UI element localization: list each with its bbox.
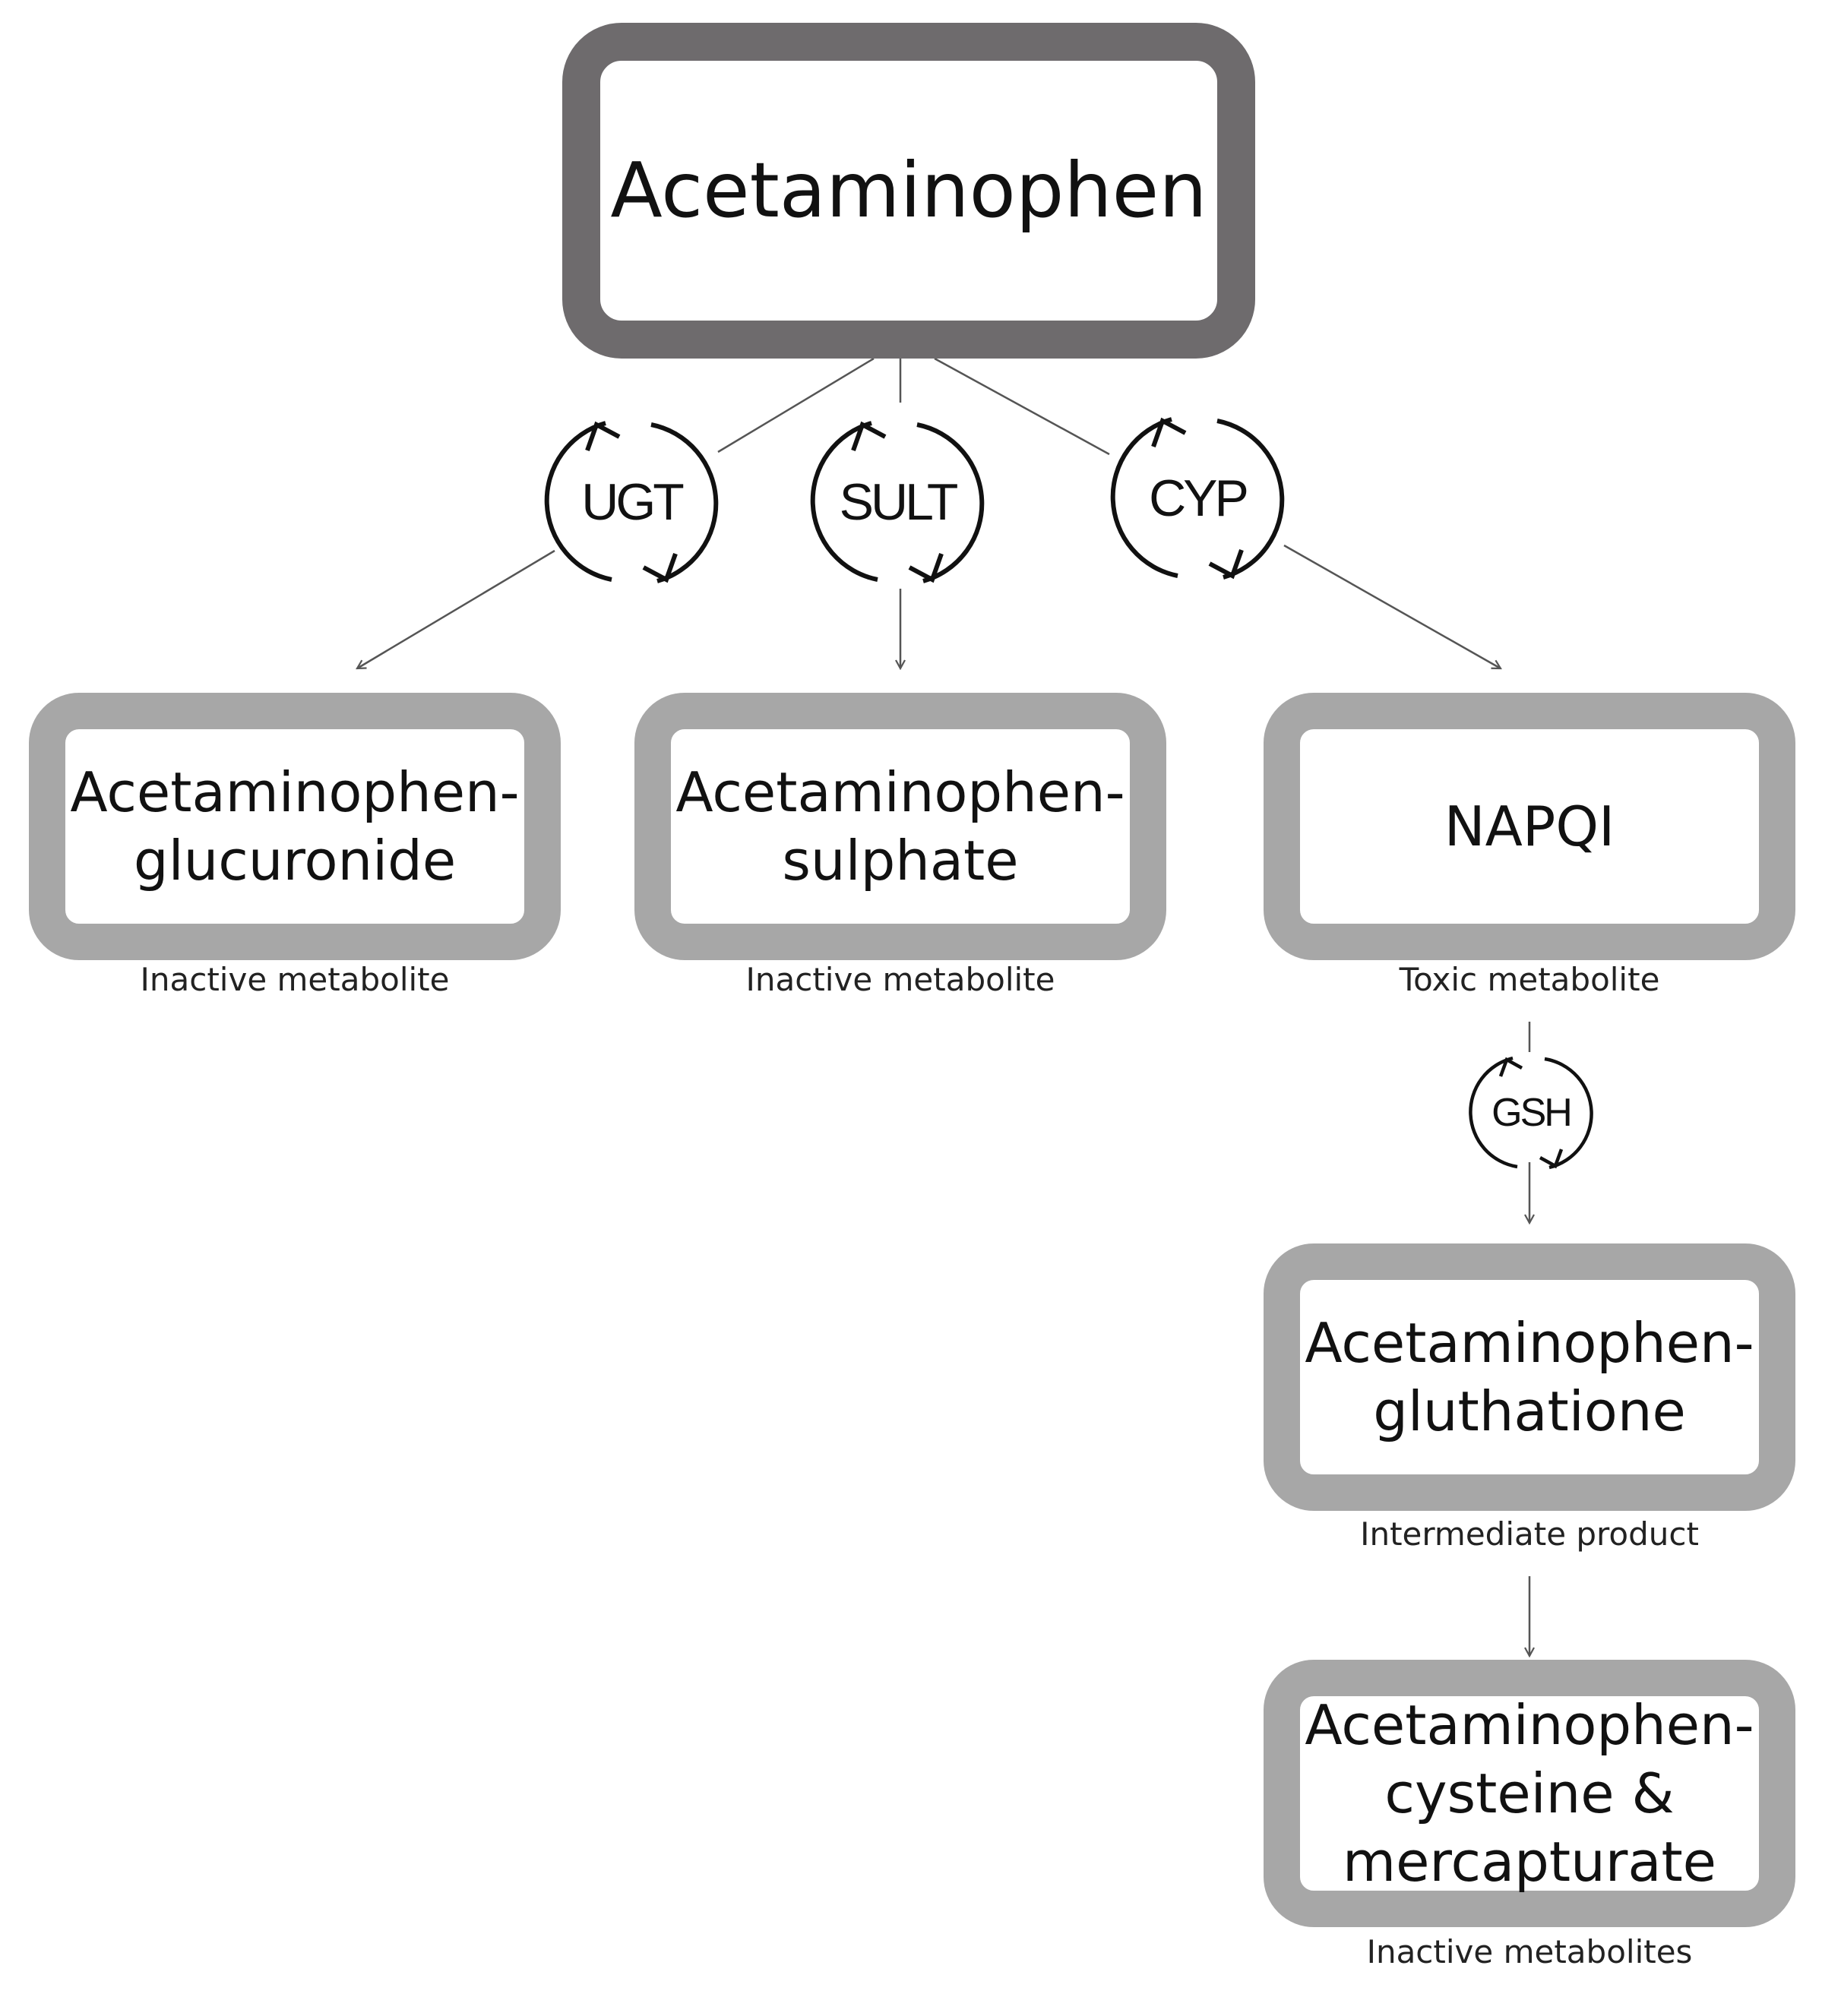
node-acetaminophen-gluthatione: Acetaminophen- gluthatione — [1264, 1243, 1795, 1511]
enzyme-cyp-label: CYP — [1149, 469, 1249, 527]
caption-cysteine: Inactive metabolites — [1366, 1933, 1693, 1970]
node-gluthatione-label: Acetaminophen- gluthatione — [1305, 1311, 1754, 1443]
enzyme-ugt-label: UGT — [581, 473, 685, 531]
node-napqi-label: NAPQI — [1444, 795, 1615, 858]
enzyme-sult: SULT — [809, 414, 985, 590]
cycle-arrows-icon — [1469, 1056, 1593, 1170]
enzyme-gsh: GSH — [1469, 1052, 1593, 1174]
caption-sulphate: Inactive metabolite — [745, 961, 1055, 998]
node-sulphate-label: Acetaminophen- sulphate — [675, 760, 1125, 893]
enzyme-ugt: UGT — [543, 414, 720, 590]
arrow-cyp-to-napqi — [1283, 544, 1501, 668]
arrow-ugt-to-glucuronide — [357, 549, 555, 668]
node-acetaminophen: Acetaminophen — [562, 23, 1255, 359]
cycle-arrows-icon — [810, 421, 985, 583]
node-acetaminophen-label: Acetaminophen — [610, 146, 1207, 235]
node-acetaminophen-glucuronide: Acetaminophen- glucuronide — [29, 693, 561, 960]
cycle-arrows-icon — [1110, 417, 1285, 580]
node-napqi: NAPQI — [1264, 693, 1795, 960]
enzyme-gsh-label: GSH — [1491, 1091, 1573, 1135]
enzyme-cyp: CYP — [1109, 410, 1286, 586]
enzyme-sult-label: SULT — [839, 473, 959, 531]
node-acetaminophen-sulphate: Acetaminophen- sulphate — [634, 693, 1166, 960]
node-cysteine-label: Acetaminophen- cysteine & mercapturate — [1305, 1693, 1754, 1894]
cycle-arrows-icon — [544, 421, 719, 583]
caption-glucuronide: Inactive metabolite — [140, 961, 450, 998]
node-glucuronide-label: Acetaminophen- glucuronide — [70, 760, 520, 893]
caption-gluthatione: Intermediate product — [1360, 1515, 1699, 1553]
node-acetaminophen-cysteine-mercapturate: Acetaminophen- cysteine & mercapturate — [1264, 1660, 1795, 1927]
caption-napqi: Toxic metabolite — [1399, 961, 1660, 998]
